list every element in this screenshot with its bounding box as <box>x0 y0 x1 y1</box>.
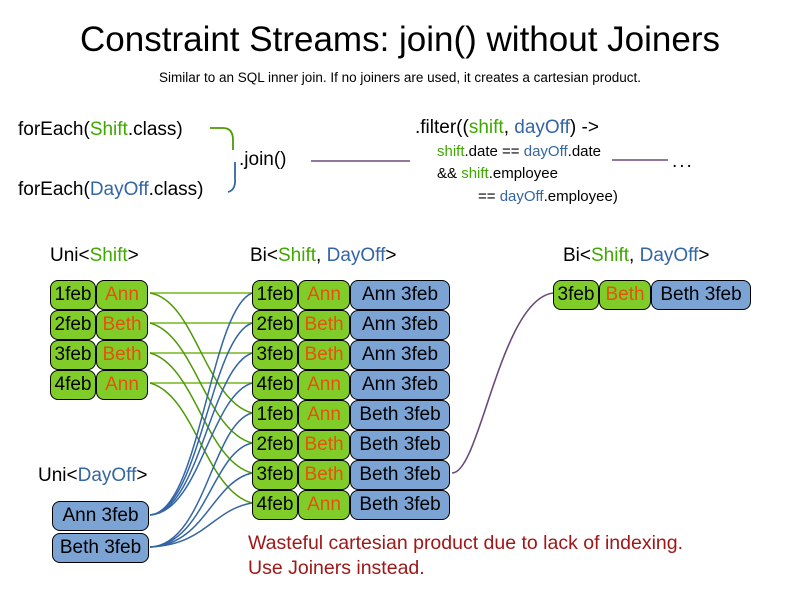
bi-row-dayoff[interactable]: Beth 3feb <box>350 400 450 430</box>
bi-row-dayoff[interactable]: Ann 3feb <box>350 340 450 370</box>
shift-row-employee[interactable]: Ann <box>96 280 148 310</box>
warning-line-2: Use Joiners instead. <box>248 557 425 579</box>
uni-shift-type: Shift <box>89 245 128 266</box>
bi-row-dayoff[interactable]: Ann 3feb <box>350 280 450 310</box>
bi-row-dayoff[interactable]: Ann 3feb <box>350 310 450 340</box>
bi-row-employee[interactable]: Beth <box>298 340 350 370</box>
uni-dayoff-type: DayOff <box>77 465 137 486</box>
bi-row-date[interactable]: 2feb <box>252 310 298 340</box>
foreach-shift-type: Shift <box>89 119 128 140</box>
code-foreach-dayoff: forEach(DayOff.class) <box>18 179 204 201</box>
bi-right-suffix: > <box>698 245 710 266</box>
bi-row-date[interactable]: 1feb <box>252 400 298 430</box>
filter-comma: , <box>503 117 515 138</box>
bi-row-date[interactable]: 3feb <box>252 340 298 370</box>
uni-dayoff-prefix: Uni< <box>38 465 78 486</box>
filter-l4-employee: .employee) <box>543 188 618 205</box>
bi-row-employee[interactable]: Ann <box>298 280 350 310</box>
filter-l2-shift: shift <box>437 143 465 160</box>
foreach-dayoff-suffix: .class) <box>148 179 204 200</box>
bi-mid-suffix: > <box>385 245 397 266</box>
filter-l4-dayoff: dayOff <box>499 188 544 205</box>
code-filter-line3: && shift.employee <box>437 165 558 182</box>
filter-l4-eq: == <box>478 188 500 205</box>
foreach-shift-prefix: forEach( <box>18 119 90 140</box>
filter-l2-eq: .date == <box>464 143 524 160</box>
filter-l2-date: .date <box>567 143 602 160</box>
shift-row-date[interactable]: 1feb <box>50 280 96 310</box>
bi-mid-comma: , <box>316 245 327 266</box>
code-filter-line4: == dayOff.employee) <box>478 188 618 205</box>
bi-right-prefix: Bi< <box>563 245 591 266</box>
foreach-shift-suffix: .class) <box>127 119 183 140</box>
page-subtitle: Similar to an SQL inner join. If no join… <box>159 70 641 85</box>
dayoff-row[interactable]: Beth 3feb <box>52 533 149 563</box>
filter-param-shift: shift <box>468 117 504 138</box>
filter-l3-employee: .employee <box>488 165 558 182</box>
filter-l3-and: && <box>437 165 462 182</box>
shift-row-employee[interactable]: Ann <box>96 370 148 400</box>
bi-right-type2: DayOff <box>639 245 699 266</box>
foreach-dayoff-prefix: forEach( <box>18 179 90 200</box>
bi-mid-prefix: Bi< <box>250 245 278 266</box>
code-join-label: .join() <box>239 149 287 170</box>
shift-row-date[interactable]: 2feb <box>50 310 96 340</box>
code-foreach-shift: forEach(Shift.class) <box>18 119 183 141</box>
label-uni-shift: Uni<Shift> <box>50 245 139 267</box>
label-uni-dayoff: Uni<DayOff> <box>38 465 148 487</box>
page-title: Constraint Streams: join() without Joine… <box>80 20 720 59</box>
filter-prefix: .filter(( <box>415 117 469 138</box>
label-bi-right: Bi<Shift, DayOff> <box>563 245 709 267</box>
bi-row-date[interactable]: 4feb <box>252 490 298 520</box>
shift-row-employee[interactable]: Beth <box>96 340 148 370</box>
warning-line-1: Wasteful cartesian product due to lack o… <box>248 532 684 554</box>
result-row-date[interactable]: 3feb <box>553 280 599 310</box>
bi-row-dayoff[interactable]: Beth 3feb <box>350 430 450 460</box>
bi-row-dayoff[interactable]: Beth 3feb <box>350 460 450 490</box>
bi-row-dayoff[interactable]: Beth 3feb <box>350 490 450 520</box>
code-ellipsis: ... <box>672 151 694 172</box>
bi-row-date[interactable]: 1feb <box>252 280 298 310</box>
warning-text: Wasteful cartesian product due to lack o… <box>248 531 683 581</box>
foreach-dayoff-type: DayOff <box>89 179 149 200</box>
bi-row-employee[interactable]: Beth <box>298 310 350 340</box>
filter-l2-dayoff: dayOff <box>523 143 568 160</box>
uni-shift-suffix: > <box>127 245 139 266</box>
uni-dayoff-suffix: > <box>136 465 148 486</box>
bi-row-employee[interactable]: Beth <box>298 430 350 460</box>
bi-row-date[interactable]: 3feb <box>252 460 298 490</box>
label-bi-middle: Bi<Shift, DayOff> <box>250 245 396 267</box>
bi-right-type1: Shift <box>591 245 630 266</box>
shift-row-date[interactable]: 3feb <box>50 340 96 370</box>
code-filter-line1: .filter((shift, dayOff) -> <box>415 117 599 139</box>
bi-row-dayoff[interactable]: Ann 3feb <box>350 370 450 400</box>
bi-row-employee[interactable]: Ann <box>298 490 350 520</box>
bi-row-employee[interactable]: Ann <box>298 400 350 430</box>
result-row-employee[interactable]: Beth <box>599 280 651 310</box>
bi-row-date[interactable]: 4feb <box>252 370 298 400</box>
code-filter-line2: shift.date == dayOff.date <box>437 143 601 160</box>
filter-arrow: ) -> <box>569 117 599 138</box>
filter-param-dayoff: dayOff <box>514 117 570 138</box>
bi-mid-type1: Shift <box>278 245 317 266</box>
bi-right-comma: , <box>629 245 640 266</box>
result-row-dayoff[interactable]: Beth 3feb <box>651 280 751 310</box>
shift-row-date[interactable]: 4feb <box>50 370 96 400</box>
filter-l3-shift: shift <box>461 165 489 182</box>
bi-row-date[interactable]: 2feb <box>252 430 298 460</box>
bi-row-employee[interactable]: Beth <box>298 460 350 490</box>
uni-shift-prefix: Uni< <box>50 245 90 266</box>
shift-row-employee[interactable]: Beth <box>96 310 148 340</box>
dayoff-row[interactable]: Ann 3feb <box>52 501 149 531</box>
bi-mid-type2: DayOff <box>326 245 386 266</box>
bi-row-employee[interactable]: Ann <box>298 370 350 400</box>
